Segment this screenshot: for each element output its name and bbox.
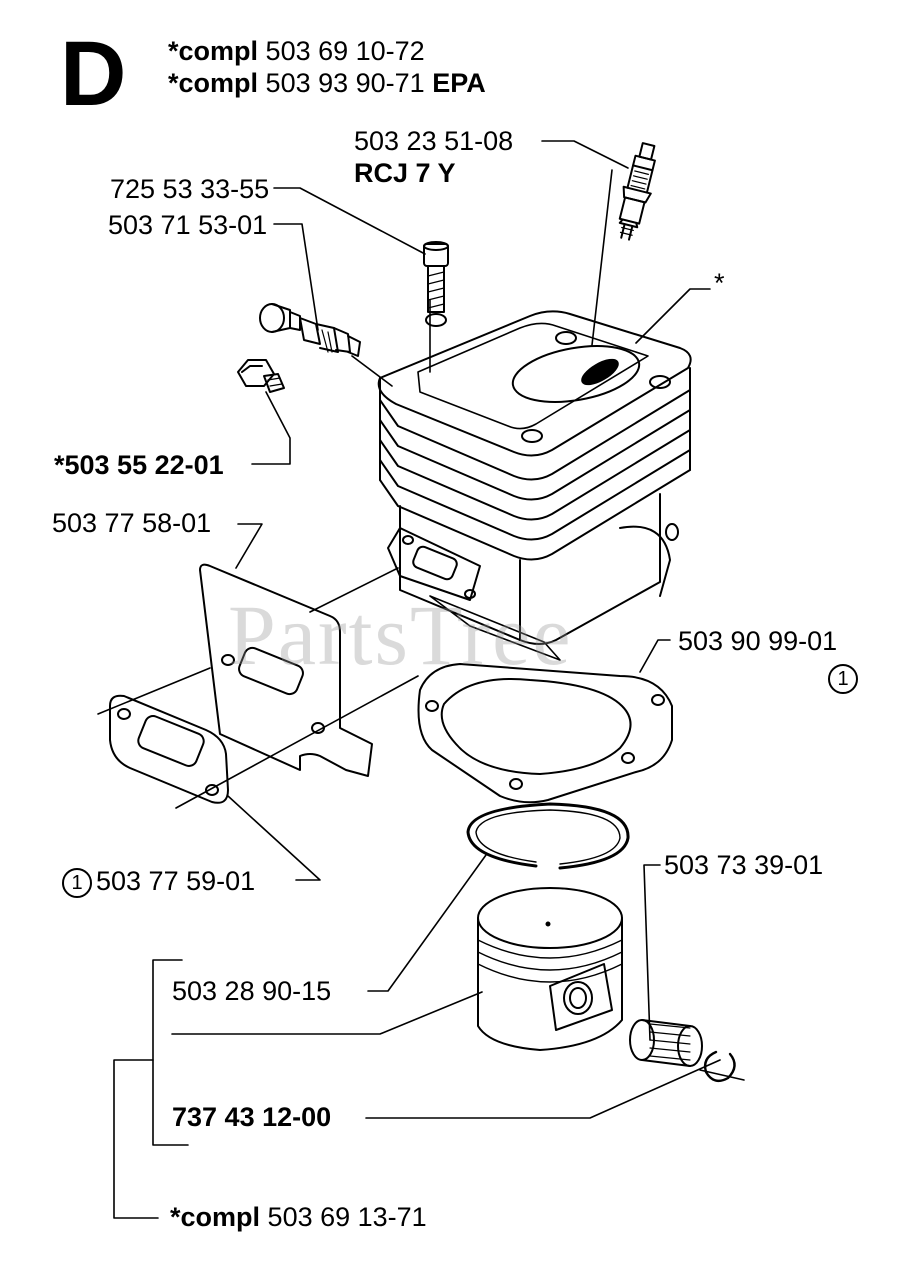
label-plug-bolt: *503 55 22-01 <box>54 450 224 480</box>
compl-number: 503 69 13-71 <box>267 1202 427 1232</box>
leader-muffler-gasket <box>227 795 321 881</box>
base-gasket <box>417 663 673 804</box>
needle-bearing <box>629 1019 703 1067</box>
label-piston-kit: 737 43 12-00 <box>172 1102 332 1132</box>
cylinder <box>377 310 692 661</box>
leader-decomp-valve <box>273 223 319 331</box>
label-base-gasket: 503 90 99-01 <box>678 626 838 656</box>
ref-circle: 1 <box>62 867 92 898</box>
leader-plug-bolt <box>251 391 291 465</box>
bracket-outer <box>113 1059 159 1219</box>
cylinder-screw <box>423 241 449 313</box>
leader-circlip <box>365 1059 721 1119</box>
compl-label: *compl <box>168 36 259 66</box>
muffler-gasket <box>109 694 229 804</box>
leader-heat-shield <box>235 523 263 569</box>
label-spark-plug-type: RCJ 7 Y <box>354 158 456 188</box>
header-line-1: *compl 503 69 10-72 <box>168 36 425 66</box>
piston <box>477 887 623 1051</box>
heat-shield <box>199 563 373 777</box>
leader-piston-ring <box>367 854 487 992</box>
circlip <box>703 1050 736 1083</box>
ref-circle: 1 <box>828 663 858 694</box>
epa-label: EPA <box>432 68 486 98</box>
label-cylinder-asterisk: * <box>714 268 725 298</box>
compl-number: 503 69 10-72 <box>265 36 425 66</box>
compl-label: *compl <box>170 1202 261 1232</box>
compl-label: *compl <box>168 68 259 98</box>
label-needle-bearing: 503 73 39-01 <box>664 850 824 880</box>
leader-spark-plug <box>541 140 629 169</box>
label-base-gasket-ref: 1 <box>828 662 862 694</box>
label-spark-plug: 503 23 51-08 <box>354 126 514 156</box>
piston-ring <box>466 802 630 870</box>
leader-screw <box>273 187 426 255</box>
spark-plug <box>618 142 656 241</box>
compl-number: 503 93 90-71 <box>265 68 425 98</box>
plug-bolt <box>237 359 285 393</box>
header-line-2: *compl 503 93 90-71 EPA <box>168 68 486 98</box>
watermark: PartsTree <box>228 587 573 683</box>
bracket-inner <box>152 959 189 1146</box>
label-heat-shield: 503 77 58-01 <box>52 508 212 538</box>
leader-needle-bearing <box>643 864 661 1041</box>
leader-cylinder <box>635 288 711 344</box>
leader-base-gasket <box>639 639 671 673</box>
decompression-valve <box>259 303 361 357</box>
section-letter: D <box>60 23 127 125</box>
label-piston-compl: *compl 503 69 13-71 <box>170 1202 427 1232</box>
leader-piston <box>171 991 483 1035</box>
label-piston-ring: 503 28 90-15 <box>172 976 332 1006</box>
label-decomp-valve: 503 71 53-01 <box>108 210 268 240</box>
muffler-gasket-number: 503 77 59-01 <box>96 866 256 896</box>
label-screw: 725 53 33-55 <box>110 174 270 204</box>
